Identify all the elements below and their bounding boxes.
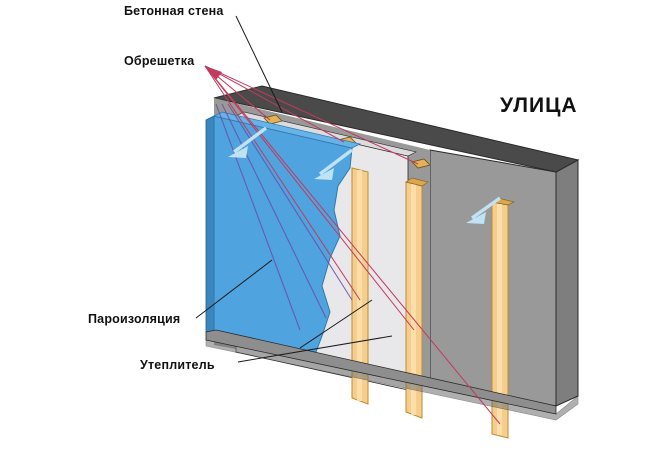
label-vapor-barrier: Пароизоляция	[88, 312, 181, 326]
lathing-leader-2	[204, 65, 345, 143]
ray-line-2	[221, 103, 327, 319]
wall-base-strip	[205, 329, 557, 415]
lathing-leader-4	[204, 65, 361, 301]
label-street: УЛИЦА	[500, 94, 578, 117]
label-insulation: Утеплитель	[140, 358, 215, 372]
batten-2-cap	[405, 177, 429, 187]
lathing-leader-lines	[204, 65, 501, 425]
vapor-barrier-side-edge	[205, 115, 215, 337]
flow-arrow-2	[314, 148, 354, 180]
lathing-leader-arrowhead	[205, 66, 222, 80]
batten-3-highlight	[497, 204, 502, 435]
batten-top-section-3	[411, 158, 431, 169]
batten-2-highlight	[411, 184, 416, 415]
ray-line-1	[215, 103, 301, 331]
wall-base-group	[205, 329, 579, 421]
concrete-wall-side	[555, 159, 579, 407]
flow-arrow-1-shaft	[232, 126, 268, 154]
flow-arrow-2-shaft	[318, 148, 354, 176]
batten-1	[351, 167, 369, 405]
insulation-leader	[237, 335, 393, 363]
black-leader-lines	[195, 15, 393, 363]
vapor-barrier-leader	[195, 259, 273, 319]
batten-3	[491, 197, 516, 439]
ray-lines-group	[215, 103, 353, 331]
batten-group	[263, 114, 516, 439]
insulation-leader-2	[299, 299, 373, 349]
flow-arrow-1	[228, 126, 268, 158]
lathing-leader-3	[204, 65, 419, 165]
concrete-wall-top	[213, 85, 580, 173]
lathing-leader-5	[204, 65, 415, 331]
batten-top-section-1	[263, 114, 283, 125]
flow-arrow-3-shaft	[471, 196, 501, 220]
batten-2	[405, 177, 429, 419]
batten-1-highlight	[357, 170, 362, 401]
flow-arrow-3	[466, 196, 501, 224]
label-concrete-wall: Бетонная стена	[124, 4, 224, 18]
flow-arrow-group	[228, 126, 501, 224]
label-lathing: Обрешетка	[124, 54, 195, 68]
flow-arrow-2-head	[314, 168, 334, 180]
flow-arrow-1-head	[228, 146, 248, 158]
ray-line-3	[227, 103, 353, 301]
lathing-leader-6	[204, 65, 501, 425]
concrete-wall-leader	[235, 15, 283, 113]
wall-base-front	[205, 339, 579, 421]
flow-arrow-3-head	[466, 212, 486, 224]
